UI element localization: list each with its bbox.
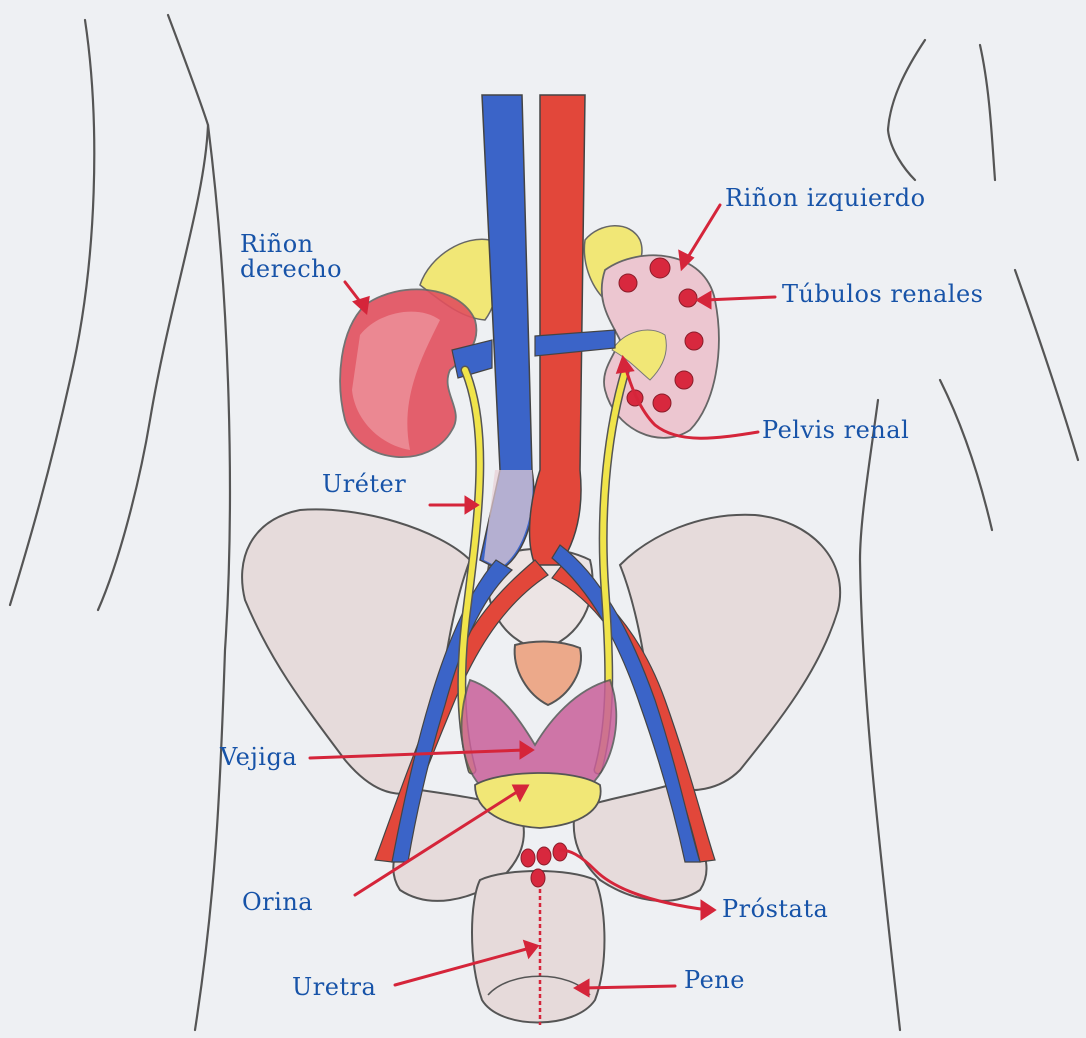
label-prostate: Próstata	[722, 897, 828, 922]
label-penis: Pene	[684, 968, 745, 993]
label-left-kidney: Riñon izquierdo	[725, 186, 926, 211]
label-right-kidney: Riñon derecho	[240, 232, 342, 282]
renal-tubule	[679, 289, 697, 307]
label-urethra: Uretra	[292, 975, 376, 1000]
renal-tubule	[619, 274, 637, 292]
arrow-left-kidney	[680, 205, 720, 268]
renal-tubule	[650, 258, 670, 278]
arrow-ureter	[430, 498, 477, 512]
sacrum	[515, 642, 581, 705]
aorta	[530, 95, 585, 565]
label-renal-pelvis: Pelvis renal	[762, 418, 909, 443]
label-renal-tubules: Túbulos renales	[782, 282, 984, 307]
label-urine: Orina	[242, 890, 313, 915]
renal-tubule	[653, 394, 671, 412]
arrow-renal-tubules	[698, 293, 775, 307]
renal-tubule	[675, 371, 693, 389]
label-ureter: Uréter	[322, 472, 406, 497]
arrow-right-kidney	[345, 282, 368, 312]
renal-tubule	[685, 332, 703, 350]
label-bladder: Vejiga	[220, 745, 297, 770]
